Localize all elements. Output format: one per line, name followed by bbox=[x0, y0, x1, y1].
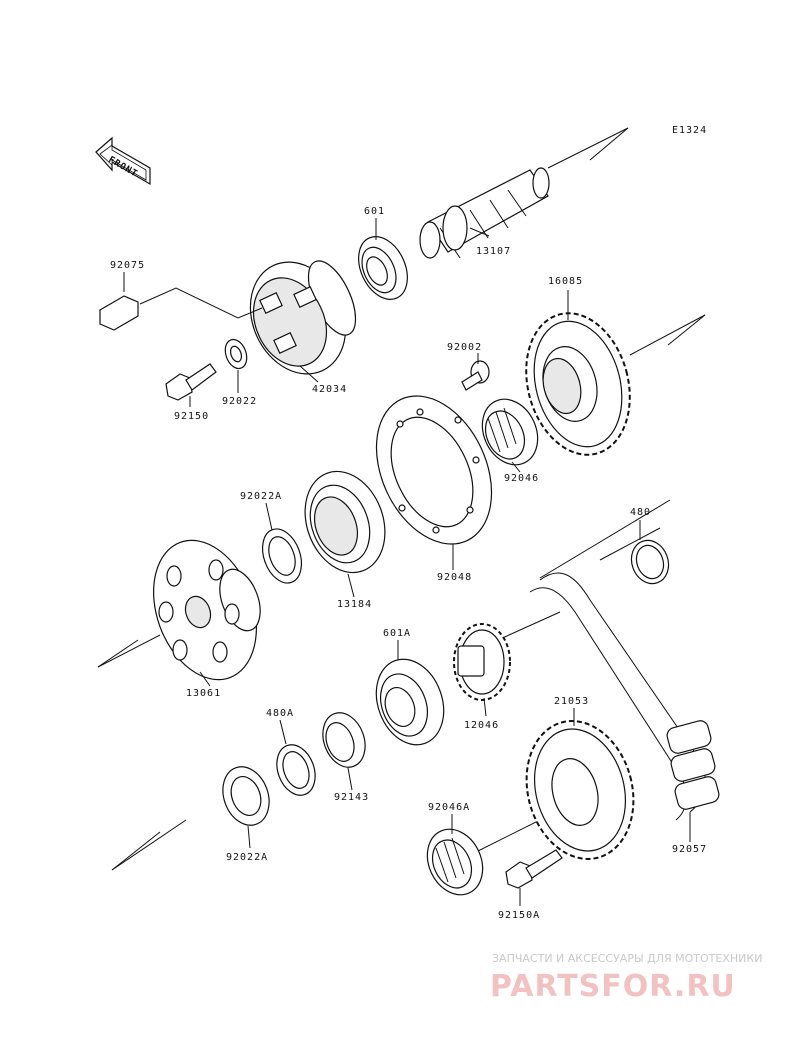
axis-lines bbox=[97, 127, 706, 871]
part-labels: 601 13107 92075 16085 92002 42034 92022 … bbox=[110, 206, 707, 921]
label-92150a: 92150A bbox=[498, 910, 540, 921]
shaft-13107 bbox=[419, 167, 550, 259]
label-92022a-lower: 92022A bbox=[226, 852, 268, 863]
collar-92143 bbox=[322, 712, 366, 768]
ring-92048 bbox=[375, 395, 493, 545]
label-92046a: 92046A bbox=[428, 802, 470, 813]
label-601: 601 bbox=[364, 206, 385, 217]
label-13107: 13107 bbox=[476, 246, 511, 257]
chain-92057 bbox=[529, 572, 720, 821]
label-92048: 92048 bbox=[437, 572, 472, 583]
sprocket-12046 bbox=[453, 623, 511, 701]
label-21053: 21053 bbox=[554, 696, 589, 707]
label-480a: 480A bbox=[266, 708, 294, 719]
housing-42034 bbox=[249, 260, 357, 375]
washer-92022 bbox=[224, 338, 248, 370]
clutch-13184 bbox=[304, 470, 386, 574]
label-12046: 12046 bbox=[464, 720, 499, 731]
label-92150: 92150 bbox=[174, 411, 209, 422]
sprocket-21053 bbox=[525, 720, 635, 860]
bolt-92150 bbox=[165, 363, 217, 401]
watermark: ЗАПЧАСТИ И АКСЕССУАРЫ ДЛЯ МОТОТЕХНИКИ PA… bbox=[490, 952, 762, 1004]
needle-bearing-92046 bbox=[481, 398, 539, 466]
label-13061: 13061 bbox=[186, 688, 221, 699]
label-92057: 92057 bbox=[672, 844, 707, 855]
label-92002: 92002 bbox=[447, 342, 482, 353]
circlip-480 bbox=[630, 539, 670, 585]
needle-bearing-92046a bbox=[426, 828, 484, 896]
front-arrow-icon: FRONT bbox=[95, 136, 151, 186]
bolt-92150a bbox=[505, 849, 563, 889]
diagram-code: E1324 bbox=[672, 125, 707, 136]
bolt-92002 bbox=[461, 360, 490, 391]
label-13184: 13184 bbox=[337, 599, 372, 610]
label-42034: 42034 bbox=[312, 384, 347, 395]
watermark-tagline: ЗАПЧАСТИ И АКСЕССУАРЫ ДЛЯ МОТОТЕХНИКИ bbox=[492, 952, 762, 965]
washer-92022a-upper bbox=[261, 528, 303, 584]
label-16085: 16085 bbox=[548, 276, 583, 287]
label-92022: 92022 bbox=[222, 396, 257, 407]
gear-16085 bbox=[525, 312, 631, 456]
label-480: 480 bbox=[630, 507, 651, 518]
label-92143: 92143 bbox=[334, 792, 369, 803]
leader-lines bbox=[123, 218, 691, 906]
watermark-logo: PARTSFOR.RU bbox=[490, 969, 736, 1004]
label-92075: 92075 bbox=[110, 260, 145, 271]
label-92046: 92046 bbox=[504, 473, 539, 484]
circlip-480a bbox=[276, 744, 316, 796]
label-601a: 601A bbox=[383, 628, 411, 639]
bearing-601a bbox=[375, 658, 445, 746]
pin-92075 bbox=[99, 287, 263, 331]
hub-13061 bbox=[153, 539, 261, 681]
washer-92022a-lower bbox=[222, 766, 270, 826]
bearing-601 bbox=[358, 236, 408, 300]
label-92022a-upper: 92022A bbox=[240, 491, 282, 502]
